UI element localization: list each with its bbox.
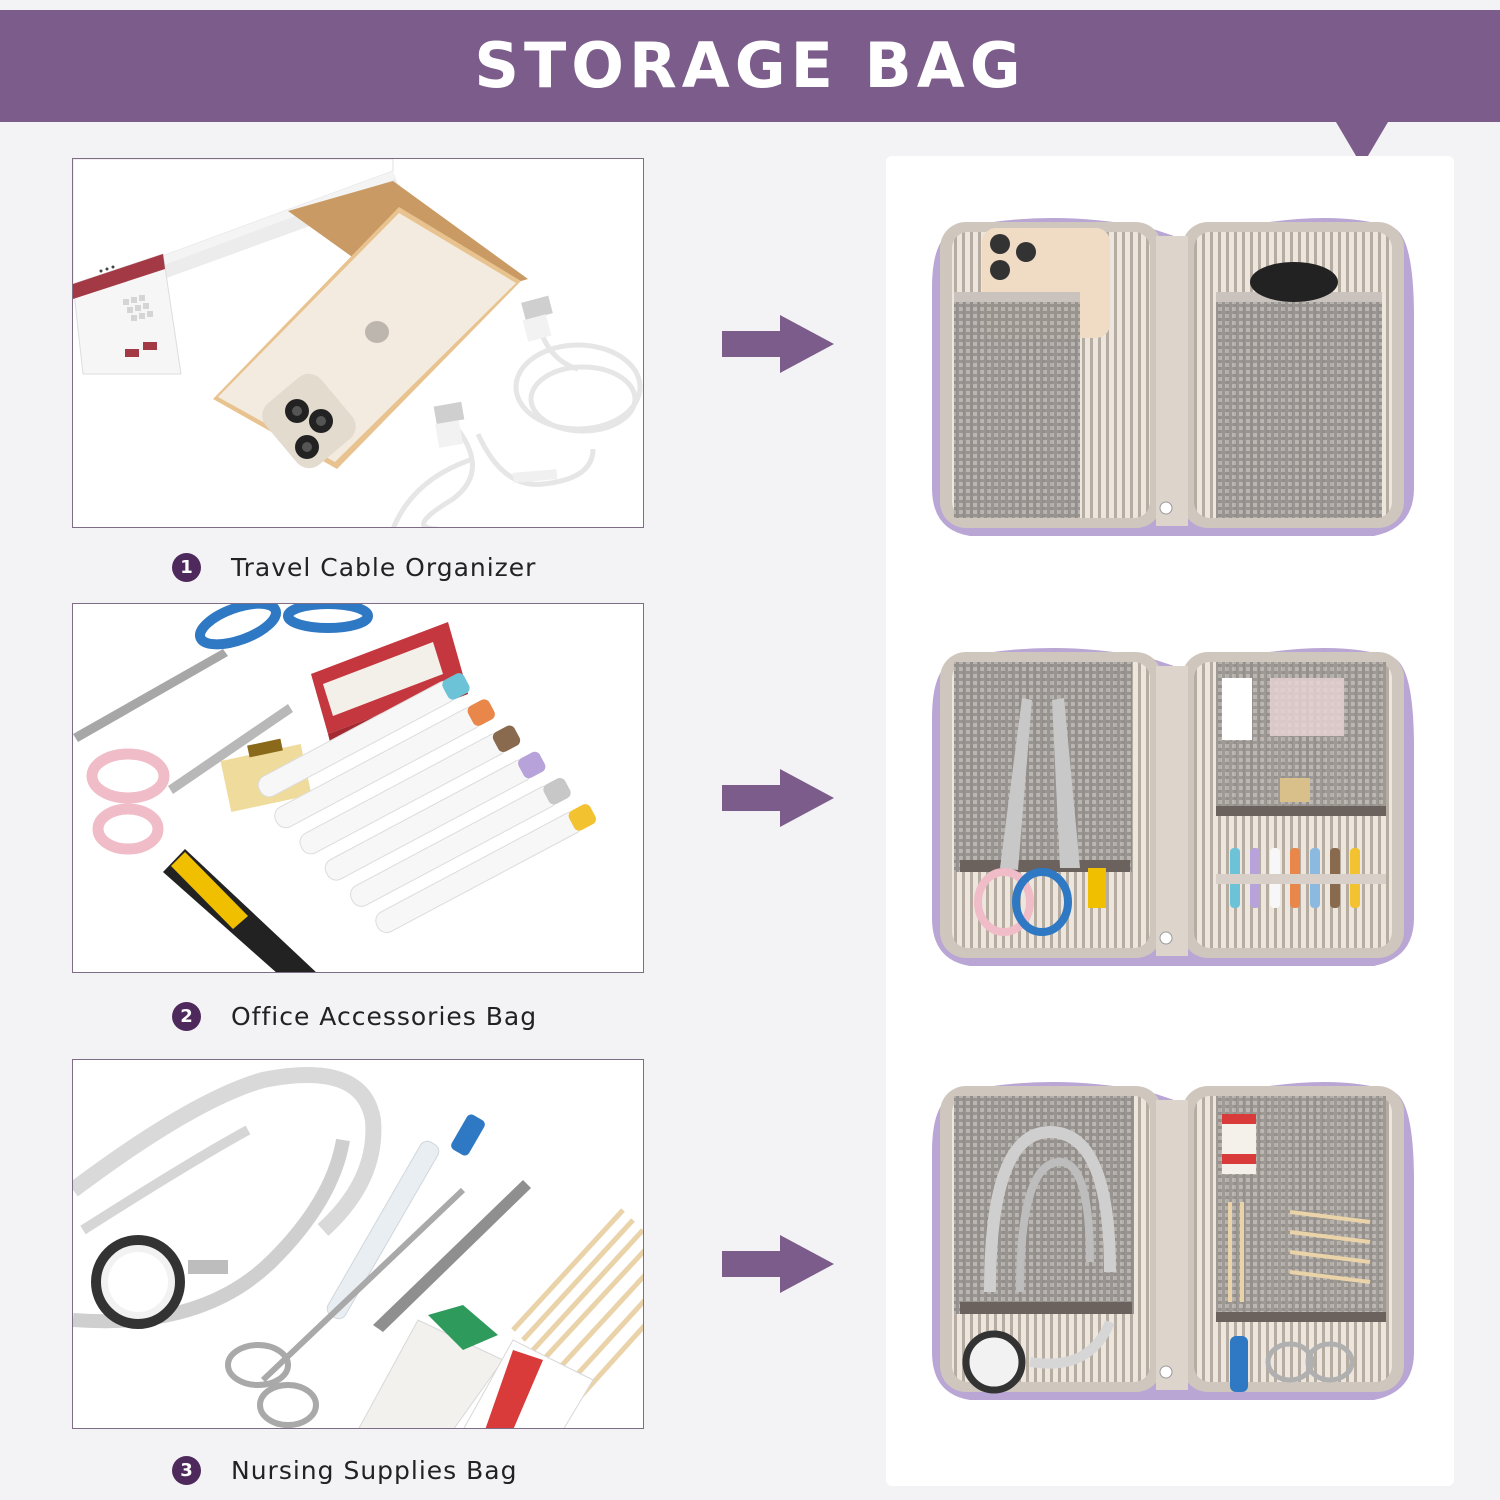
- header-banner: STORAGE BAG: [0, 10, 1500, 122]
- utility-knife-image: [163, 849, 316, 972]
- number-badge: 1: [172, 552, 201, 582]
- caption-label: Travel Cable Organizer: [231, 552, 537, 582]
- photo-travel-cable-items: [72, 158, 644, 528]
- number-badge: 3: [172, 1455, 201, 1485]
- bandage-packets-image: [358, 1305, 594, 1428]
- open-bag-nursing-supplies: [932, 1082, 1414, 1400]
- smartphone-image: [213, 181, 528, 469]
- right-arrow-icon: [722, 315, 834, 373]
- photo-office-accessories: [72, 603, 644, 973]
- caption-item-2: 2 Office Accessories Bag: [172, 999, 537, 1033]
- tweezers-image: [373, 1180, 531, 1332]
- stethoscope-image: [73, 1067, 382, 1329]
- page-title: STORAGE BAG: [474, 29, 1026, 102]
- pink-scissors-image: [86, 704, 293, 855]
- right-arrow-icon: [722, 1235, 834, 1293]
- photo-nursing-supplies: [72, 1059, 644, 1429]
- right-arrow-icon: [722, 769, 834, 827]
- caption-label: Nursing Supplies Bag: [231, 1455, 518, 1485]
- caption-label: Office Accessories Bag: [231, 1001, 538, 1031]
- open-bag-office-accessories: [932, 648, 1414, 966]
- open-bag-cable-organizer: [932, 218, 1414, 536]
- surgical-scissors-image: [225, 1187, 466, 1428]
- caption-item-1: 1 Travel Cable Organizer: [172, 550, 536, 584]
- number-badge: 2: [172, 1001, 201, 1031]
- caption-item-3: 3 Nursing Supplies Bag: [172, 1453, 518, 1487]
- blue-scissors-image: [73, 604, 373, 742]
- usb-connectors-image: [433, 295, 558, 483]
- highlighter-pens-image: [257, 673, 596, 934]
